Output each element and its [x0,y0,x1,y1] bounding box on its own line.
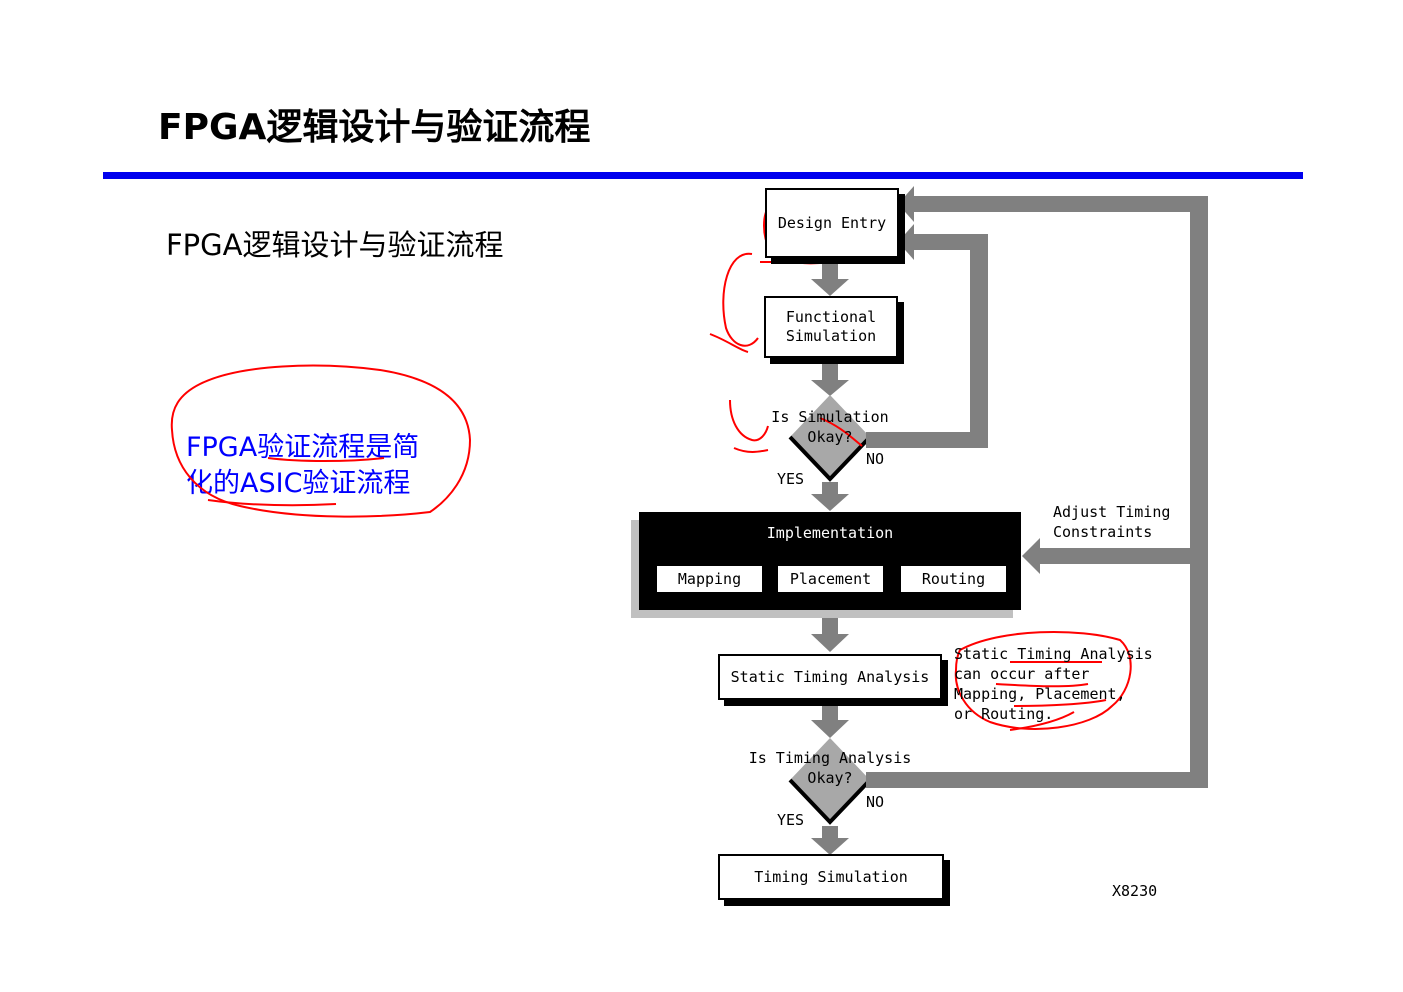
loop-decision2-to-entry [866,186,1208,788]
functional-simulation-box: Functional Simulation [764,296,898,358]
decision2-label-2: Okay? [807,769,853,787]
annotation-bracket-1 [722,252,759,347]
loop-decision1-to-entry [866,224,988,448]
functional-simulation-label-1: Functional [785,308,877,326]
placement-box: Placement [778,566,883,592]
mapping-label: Mapping [677,570,742,588]
arrow-sta-to-decision2 [811,704,849,738]
sta-note-line-2: can occur after [954,665,1090,683]
annotation-sta-underline-4 [1009,711,1075,731]
adjust-timing-label: Adjust Timing Constraints [1053,502,1170,542]
static-timing-analysis-box: Static Timing Analysis [718,654,942,700]
figure-code: X8230 [1112,882,1158,900]
timing-simulation-label: Timing Simulation [754,867,908,886]
timing-simulation-box: Timing Simulation [718,854,944,900]
arrow-impl-to-sta [811,618,849,652]
placement-label: Placement [789,570,872,588]
decision1-label: Is Simulation Okay? [760,407,900,447]
annotation-note-circle [170,364,472,518]
routing-label: Routing [921,570,986,588]
implementation-box: Implementation Mapping Placement Routing [639,512,1021,610]
decision1-label-1: Is Simulation [771,408,889,426]
decision1-diamond [788,395,872,482]
adjust-timing-label-2: Constraints [1053,523,1153,541]
slide-subtitle: FPGA逻辑设计与验证流程 [166,228,504,262]
note-line-2: 化的ASIC验证流程 [186,468,411,499]
decision2-yes-label: YES [777,811,805,829]
design-entry-box: Design Entry [765,188,899,258]
routing-box: Routing [901,566,1006,592]
functional-simulation-label-2: Simulation [785,327,877,345]
decision1-yes-label: YES [777,470,805,488]
annotation-note-underline-2 [267,457,385,462]
arrow-entry-to-funcsim [811,263,849,296]
down-arrows [811,263,849,855]
static-timing-analysis-label: Static Timing Analysis [730,667,930,686]
decision1-no-label: NO [866,450,885,468]
annotation-bracket-2 [729,399,769,442]
decision2-label: Is Timing Analysis Okay? [740,748,920,788]
arrow-decision1-to-impl [811,482,849,511]
decision2-no-label: NO [866,793,885,811]
implementation-title: Implementation [766,524,894,542]
annotation-stroke-4 [819,417,863,447]
sta-note: Static Timing Analysis can occur after M… [954,644,1153,724]
sta-note-line-4: or Routing. [954,705,1054,723]
adjust-timing-label-1: Adjust Timing [1053,503,1171,521]
annotation-sta-note [954,631,1132,730]
slide-title: FPGA逻辑设计与验证流程 [158,107,591,148]
title-rule [103,172,1303,179]
arrow-decision2-to-timingsim [811,826,849,855]
annotation-note-underline [207,499,337,507]
annotation-stroke-2 [709,333,749,353]
annotation-sta-underline-2 [995,683,1089,688]
decision2-label-1: Is Timing Analysis [748,749,912,767]
red-annotations [170,195,1132,731]
annotation-stroke-3 [733,447,769,453]
decision1-label-2: Okay? [807,428,853,446]
decision2-diamond [788,738,872,825]
annotation-sta-underline-3 [1013,699,1107,707]
arrow-funcsim-to-decision1 [811,364,849,396]
design-entry-label: Design Entry [777,213,887,232]
sta-note-line-1: Static Timing Analysis [954,645,1153,663]
sta-note-line-3: Mapping, Placement, [954,685,1126,703]
mapping-box: Mapping [657,566,762,592]
